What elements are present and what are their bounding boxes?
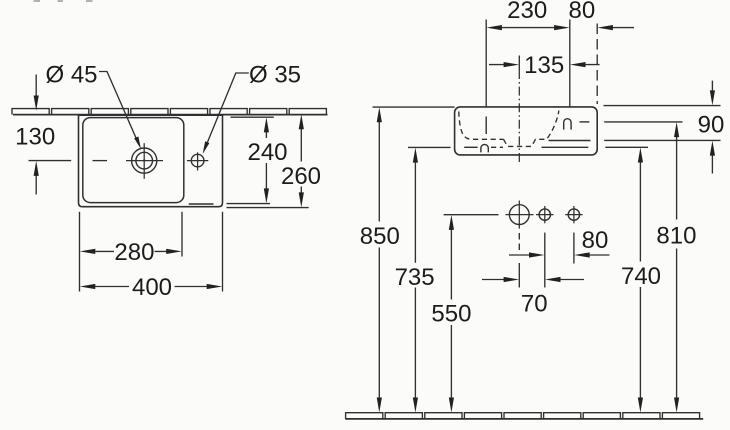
svg-text:90: 90	[698, 112, 725, 139]
svg-text:80: 80	[569, 0, 596, 24]
svg-text:135: 135	[524, 52, 564, 79]
svg-text:735: 735	[395, 264, 435, 291]
svg-text:240: 240	[247, 139, 287, 166]
svg-text:Ø 45: Ø 45	[46, 61, 98, 88]
svg-text:280: 280	[114, 239, 154, 266]
svg-text:80: 80	[582, 227, 609, 254]
svg-text:850: 850	[360, 223, 400, 250]
svg-text:260: 260	[281, 163, 321, 190]
svg-text:400: 400	[132, 274, 172, 301]
svg-text:230: 230	[507, 0, 547, 24]
svg-text:740: 740	[621, 263, 661, 290]
svg-text:810: 810	[656, 223, 696, 250]
svg-text:550: 550	[431, 300, 471, 327]
svg-text:130: 130	[15, 124, 55, 151]
svg-text:70: 70	[521, 291, 548, 318]
svg-text:Ø 35: Ø 35	[249, 61, 301, 88]
